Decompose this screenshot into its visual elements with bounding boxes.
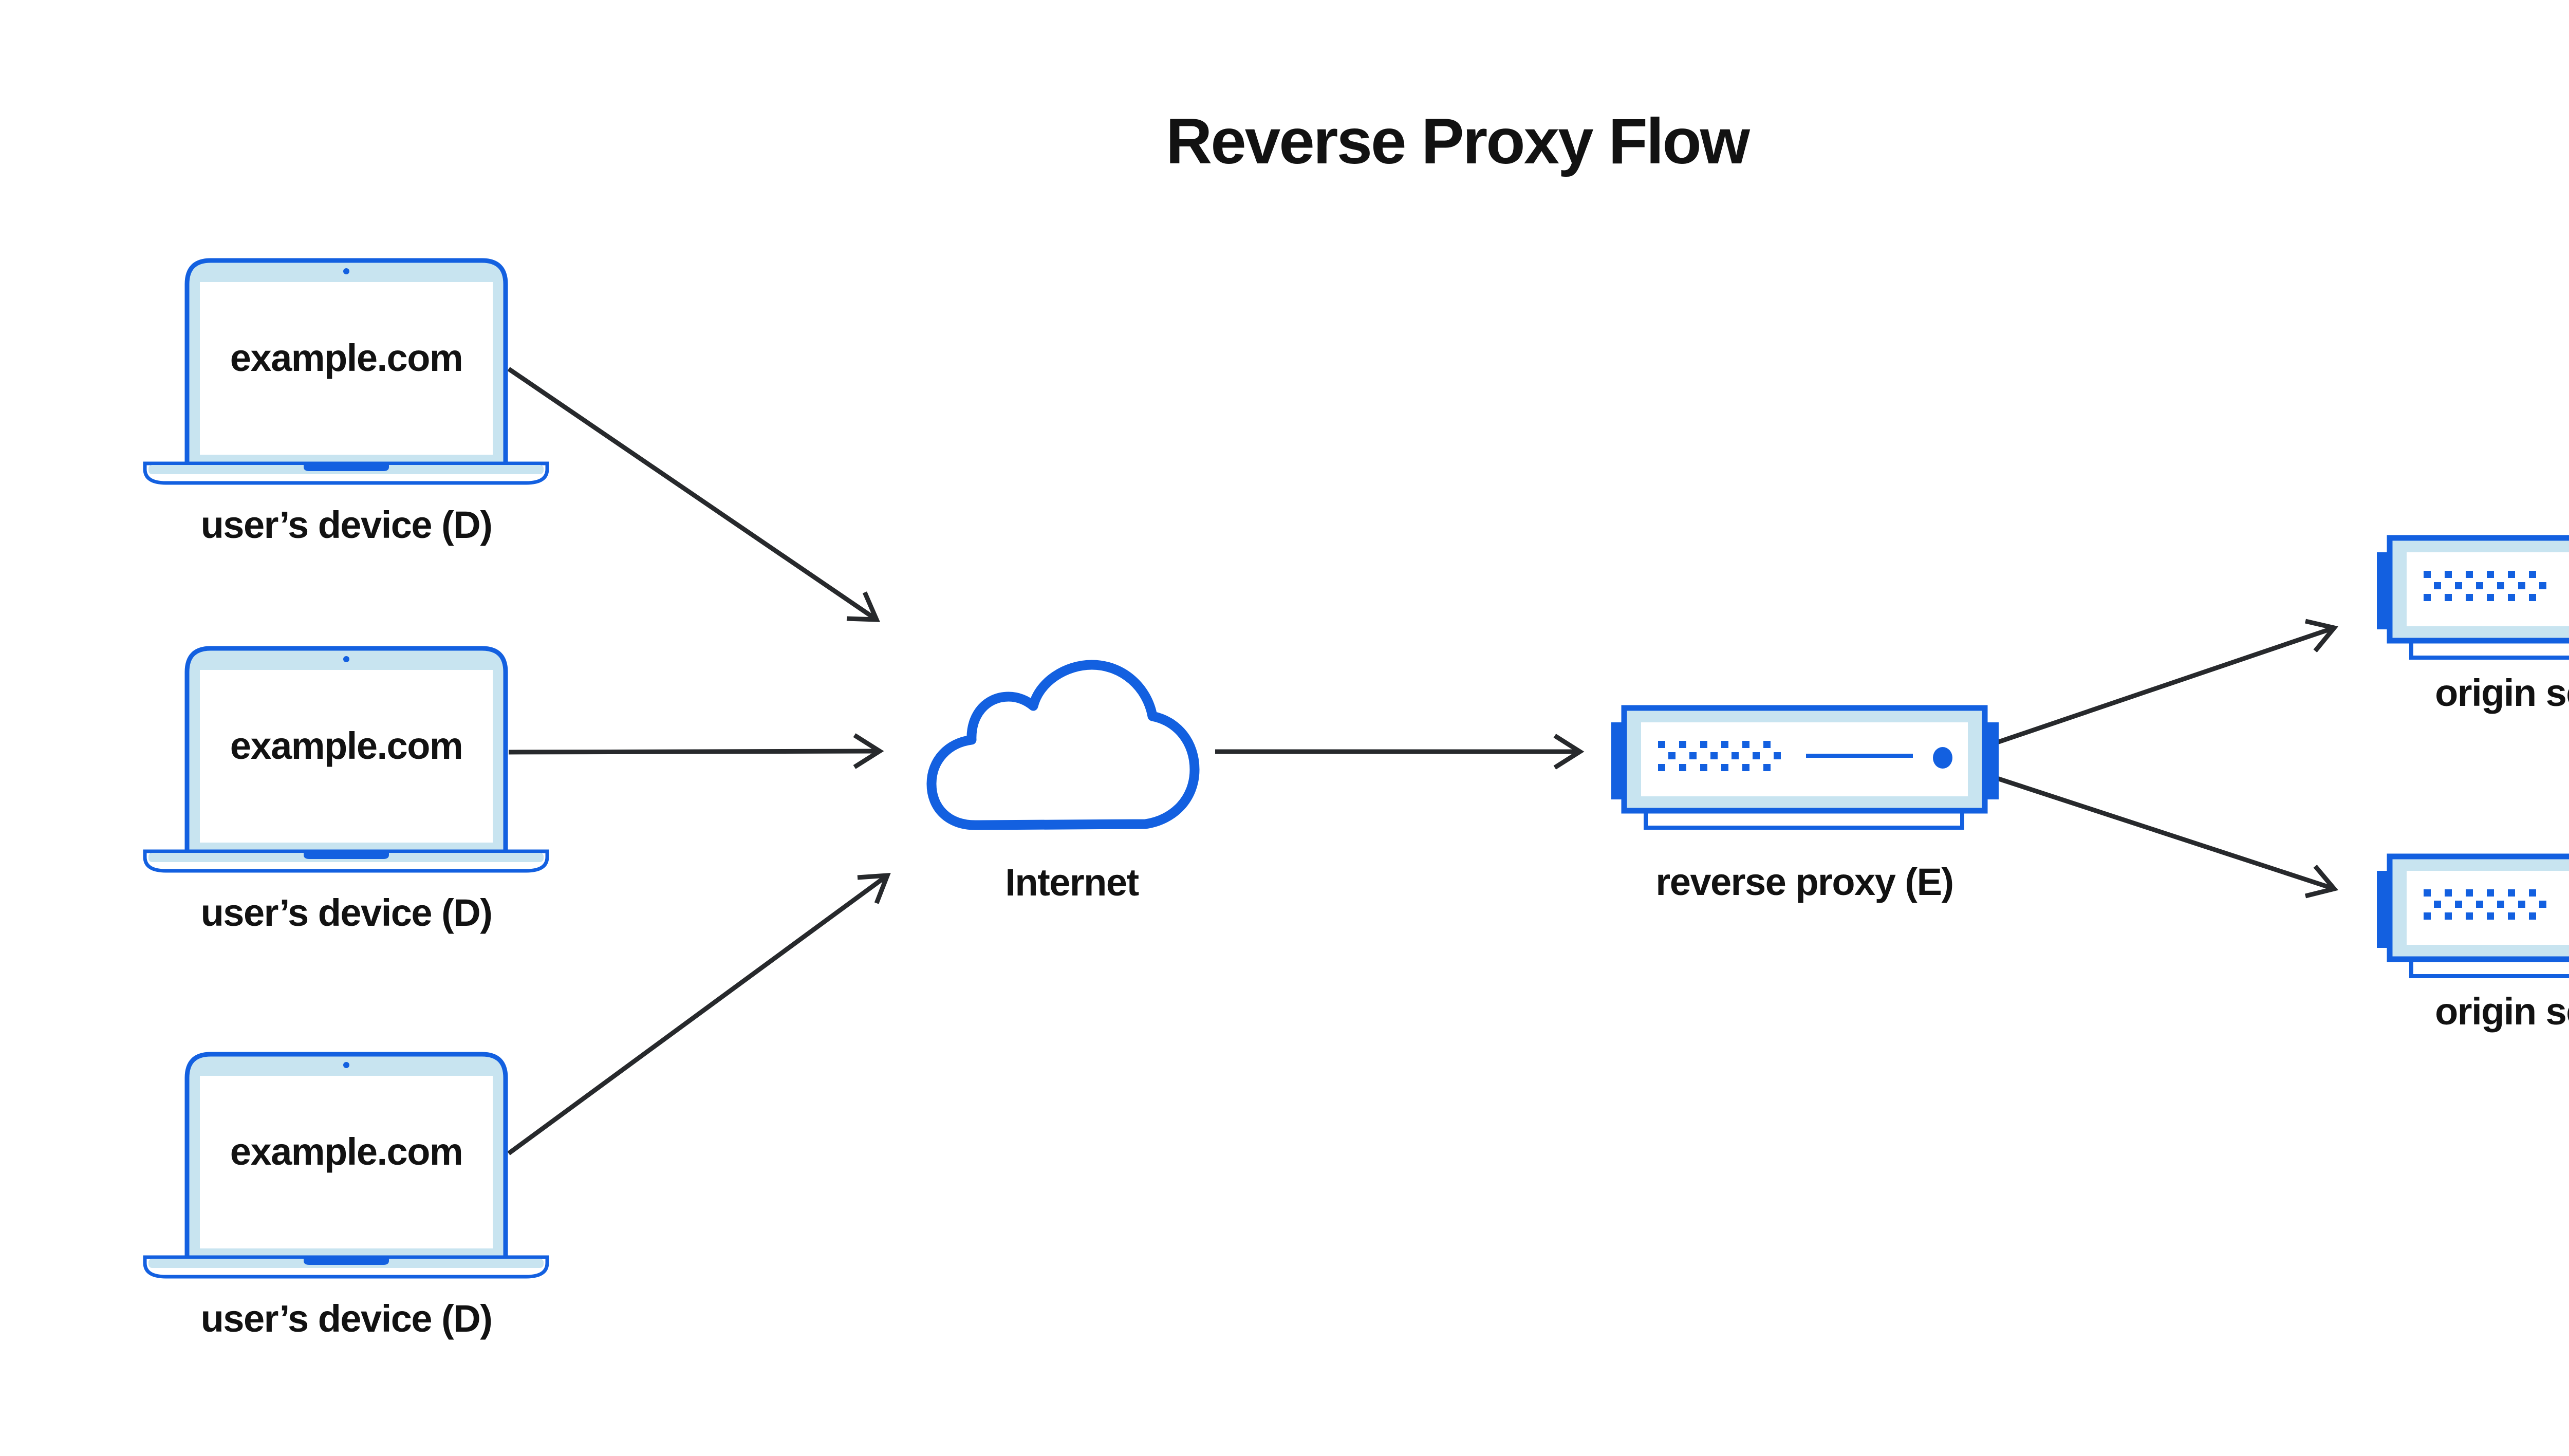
- arrowhead-icon: [857, 873, 891, 904]
- origin-server-icon-2: [2377, 856, 2569, 976]
- arrowhead-icon: [846, 591, 880, 622]
- device1-label: user’s device (D): [201, 503, 492, 546]
- arrow-device3-to-internet: [507, 873, 891, 1155]
- reverse-proxy-icon: [1611, 708, 1999, 828]
- arrowhead-icon: [2304, 619, 2339, 652]
- arrow-shaft: [1991, 774, 2335, 891]
- origin-server2-label: origin server (F): [2435, 990, 2569, 1033]
- device3-screen-text: example.com: [230, 1130, 462, 1173]
- internet-label: Internet: [1005, 861, 1139, 904]
- arrow-proxy-to-origin2: [1991, 774, 2339, 899]
- origin-server1-label: origin server (F): [2435, 671, 2569, 714]
- arrow-shaft: [1991, 625, 2335, 746]
- arrowhead-icon: [1553, 734, 1585, 770]
- arrow-shaft: [507, 873, 889, 1155]
- reverse-proxy-label: reverse proxy (E): [1655, 861, 1953, 903]
- cloud-icon: [926, 660, 1200, 830]
- arrow-shaft: [508, 749, 880, 755]
- device1-screen-text: example.com: [230, 337, 462, 379]
- arrowhead-icon: [2304, 865, 2339, 899]
- cloud-outline: [926, 660, 1200, 830]
- device2-screen-text: example.com: [230, 724, 462, 767]
- arrow-device1-to-internet: [507, 367, 880, 622]
- arrow-internet-to-proxy: [1215, 734, 1585, 770]
- arrow-proxy-to-origin1: [1991, 619, 2339, 746]
- arrow-device2-to-internet: [508, 733, 884, 769]
- device2-label: user’s device (D): [201, 891, 492, 934]
- arrow-shaft: [507, 367, 878, 622]
- page-title: Reverse Proxy Flow: [1166, 106, 1751, 177]
- arrowhead-icon: [853, 733, 884, 769]
- device3-label: user’s device (D): [201, 1297, 492, 1340]
- origin-server-icon-1: [2377, 538, 2569, 658]
